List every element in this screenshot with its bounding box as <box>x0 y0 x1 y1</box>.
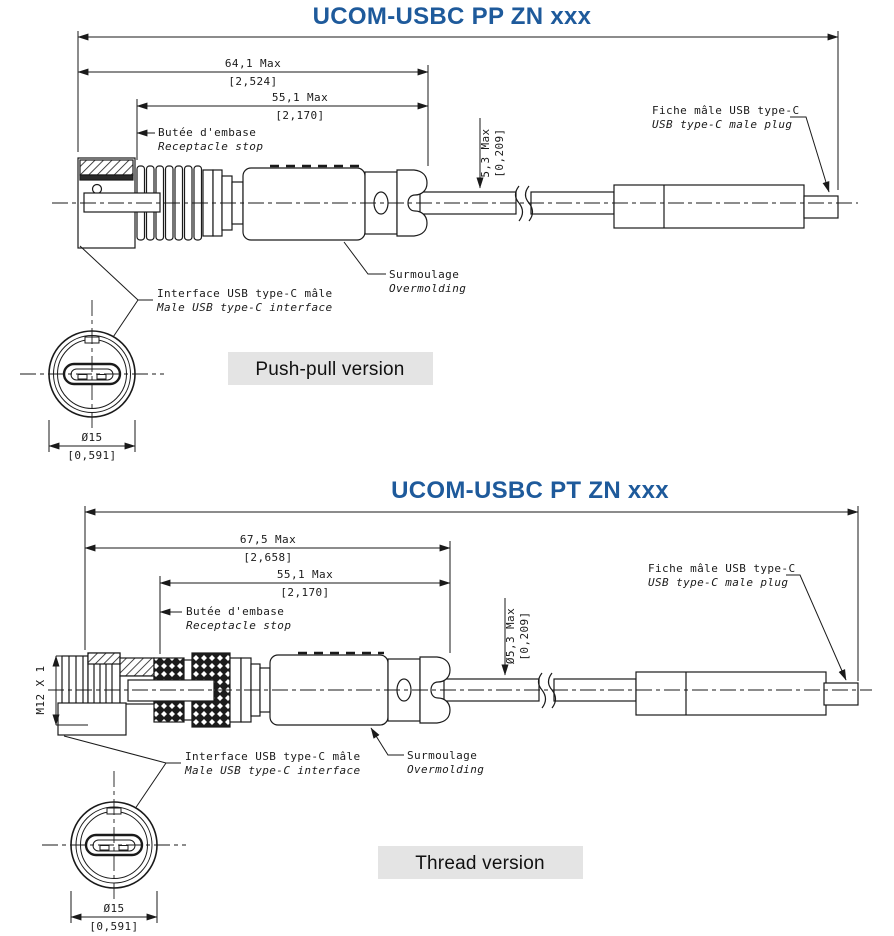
pp-dim-front-dia-in: [0,591] <box>67 449 116 462</box>
pt-side-view <box>48 651 872 736</box>
pp-label-overmolding-fr: Surmoulage <box>389 268 459 281</box>
pp-dim-body-mm: 55,1 Max <box>272 91 328 104</box>
pp-label-plug-en: USB type-C male plug <box>652 118 792 131</box>
pt-label-receptacle-stop-en: Receptacle stop <box>186 619 291 632</box>
pp-cable <box>419 185 615 222</box>
diagram-push-pull: UCOM-USBC PP ZN xxx <box>20 3 858 462</box>
pp-dim-overall-in: [2,524] <box>228 75 277 88</box>
pp-dim-cable-dia-in: [0,209] <box>493 128 506 177</box>
pt-dim-body-in: [2,170] <box>280 586 329 599</box>
pp-version-badge-label: Push-pull version <box>255 359 404 380</box>
pp-usb-plug <box>613 184 839 229</box>
pp-front-view: Ø15 [0,591] <box>20 300 164 462</box>
pt-dim-overall-mm: 67,5 Max <box>240 533 296 546</box>
pp-label-receptacle-stop-en: Receptacle stop <box>158 140 263 153</box>
pt-usb-plug <box>635 671 859 716</box>
pp-label-interface-fr: Interface USB type-C mâle <box>157 287 333 300</box>
drawing-thread: 67,5 Max [2,658] 55,1 Max [2,170] Butée … <box>34 506 872 933</box>
pt-version-badge: Thread version <box>378 846 583 879</box>
pt-dim-body-mm: 55,1 Max <box>277 568 333 581</box>
pt-dim-overall-in: [2,658] <box>243 551 292 564</box>
pt-label-overmolding-fr: Surmoulage <box>407 749 477 762</box>
pt-label-interface-en: Male USB type-C interface <box>184 764 361 777</box>
pt-label-overmolding-en: Overmolding <box>407 763 484 776</box>
pp-dim-cable-dia-mm: 5,3 Max <box>479 128 492 177</box>
drawing-push-pull: 64,1 Max [2,524] 55,1 Max [2,170] Butée … <box>20 31 858 462</box>
pp-overmold-body <box>242 164 398 241</box>
pt-strain-relief <box>419 656 451 724</box>
pt-dim-cable-dia-mm: Ø5,3 Max <box>504 608 517 664</box>
pp-label-overmolding-en: Overmolding <box>389 282 466 295</box>
pt-overmold-body <box>269 651 421 726</box>
diagram-title-pp: UCOM-USBC PP ZN xxx <box>312 3 592 30</box>
pt-dim-front-dia-in: [0,591] <box>89 920 138 933</box>
diagram-thread: UCOM-USBC PT ZN xxx <box>0 470 894 936</box>
pt-cable <box>443 672 637 709</box>
pt-thread-spec: M12 X 1 <box>34 665 47 714</box>
pt-label-interface-fr: Interface USB type-C mâle <box>185 750 361 763</box>
pt-label-receptacle-stop-fr: Butée d'embase <box>186 605 284 618</box>
pp-dim-body-in: [2,170] <box>275 109 324 122</box>
pp-dim-front-dia-mm: Ø15 <box>81 431 102 444</box>
pp-label-receptacle-stop-fr: Butée d'embase <box>158 126 256 139</box>
pt-label-plug-fr: Fiche mâle USB type-C <box>648 562 795 575</box>
pt-lower-block <box>57 702 127 736</box>
pp-label-interface-en: Male USB type-C interface <box>156 301 333 314</box>
pt-front-view: Ø15 [0,591] <box>42 771 186 933</box>
pt-version-badge-label: Thread version <box>415 853 545 874</box>
pp-dim-overall-mm: 64,1 Max <box>225 57 281 70</box>
pt-dim-cable-dia-in: [0,209] <box>518 611 531 660</box>
pp-side-view <box>52 157 858 249</box>
pp-dimensions: 64,1 Max [2,524] 55,1 Max [2,170] Butée … <box>77 31 839 359</box>
pp-version-badge: Push-pull version <box>228 352 433 385</box>
pp-label-plug-fr: Fiche mâle USB type-C <box>652 104 799 117</box>
pt-dimensions: 67,5 Max [2,658] 55,1 Max [2,170] Butée … <box>34 506 859 829</box>
pt-label-plug-en: USB type-C male plug <box>648 576 788 589</box>
pp-contact-tongue <box>83 192 161 213</box>
pt-contact-tongue <box>127 679 215 702</box>
pt-dim-front-dia-mm: Ø15 <box>103 902 124 915</box>
diagram-title-pt: UCOM-USBC PT ZN xxx <box>391 477 669 504</box>
